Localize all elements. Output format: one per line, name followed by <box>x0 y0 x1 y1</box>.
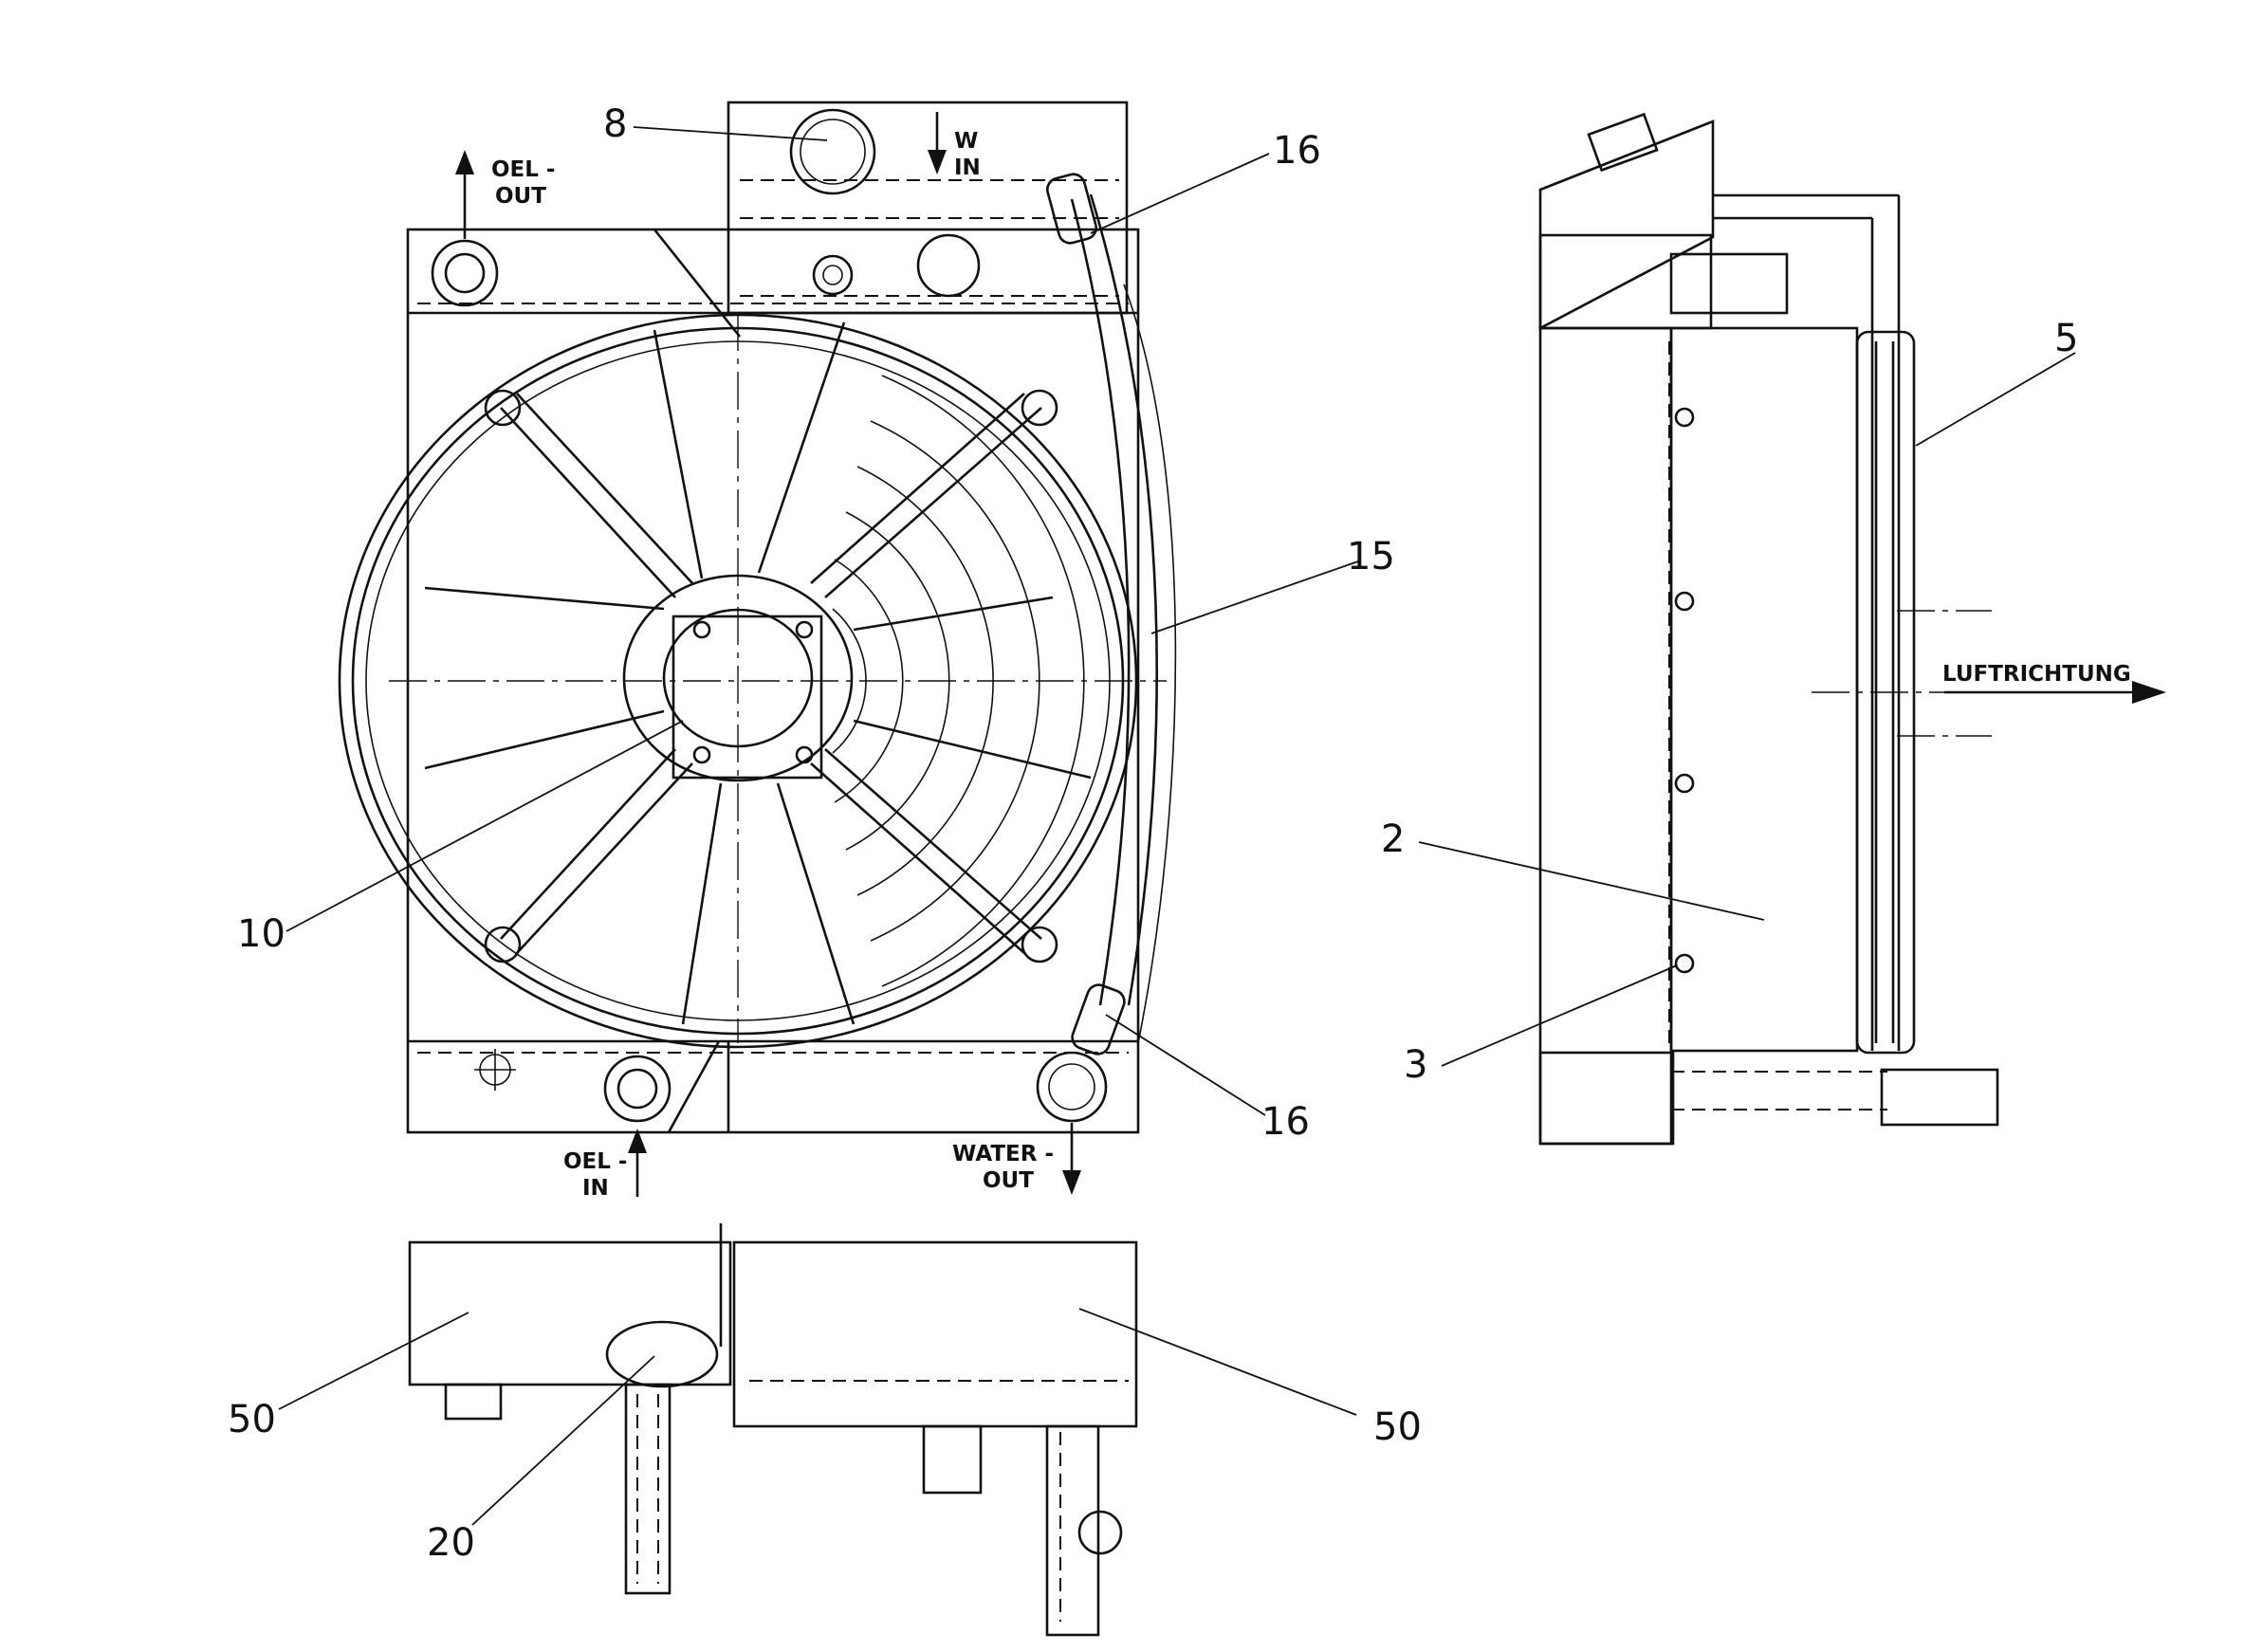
oil-in-arrow <box>628 1129 647 1153</box>
side-core <box>1669 326 1859 1053</box>
water-out-arrow <box>1062 1170 1081 1195</box>
water-out-port <box>1036 1051 1108 1123</box>
top-view <box>408 1223 1138 1637</box>
fan-mount-arms <box>484 389 1058 964</box>
callout-16-bottom: 16 <box>1261 1100 1310 1144</box>
hose-fitting-bottom <box>1071 983 1126 1055</box>
callout-50-left: 50 <box>228 1398 276 1441</box>
leader-lines <box>278 126 2076 1526</box>
air-direction-arrow <box>2132 681 2166 704</box>
callouts: 8 16 15 10 16 5 2 3 50 20 50 <box>228 102 2078 1565</box>
hose-fitting-top <box>1046 173 1097 245</box>
water-box-top <box>727 101 1129 315</box>
callout-3: 3 <box>1404 1043 1427 1087</box>
label-oel-out-1: OEL - <box>491 157 555 182</box>
side-core-left <box>1538 326 1673 1146</box>
callout-8: 8 <box>603 102 627 146</box>
oil-in-port <box>603 1055 672 1123</box>
label-oel-in-2: IN <box>582 1176 609 1201</box>
callout-5: 5 <box>2054 317 2078 360</box>
label-water-out-1: WATER - <box>952 1142 1054 1166</box>
label-oel-out-2: OUT <box>495 184 546 209</box>
callout-20: 20 <box>427 1521 475 1565</box>
bypass-valve <box>605 1320 719 1388</box>
callout-50-right: 50 <box>1373 1405 1422 1449</box>
water-in-arrow <box>928 150 947 174</box>
label-oel-in-1: OEL - <box>563 1149 627 1174</box>
label-luftrichtung: LUFTRICHTUNG <box>1942 662 2131 687</box>
callout-2: 2 <box>1381 817 1405 861</box>
label-w-in-2: IN <box>954 156 981 180</box>
top-oil-box <box>408 1240 732 1386</box>
oil-out-arrow <box>455 150 474 174</box>
label-water-out-2: OUT <box>983 1168 1034 1193</box>
hose <box>1070 198 1131 1006</box>
callout-15: 15 <box>1347 535 1395 578</box>
fan-spokes <box>424 321 1092 1025</box>
side-view <box>1538 112 2166 1146</box>
callout-16-top: 16 <box>1273 129 1321 173</box>
top-water-box <box>732 1240 1138 1428</box>
callout-10: 10 <box>237 912 285 956</box>
front-view <box>338 101 1177 1197</box>
flow-labels: OEL - OUT W IN OEL - IN WATER - OUT LUFT… <box>491 129 2131 1201</box>
oil-out-port <box>431 239 499 307</box>
label-w-in-1: W <box>954 129 978 154</box>
filler-plug <box>789 108 876 195</box>
